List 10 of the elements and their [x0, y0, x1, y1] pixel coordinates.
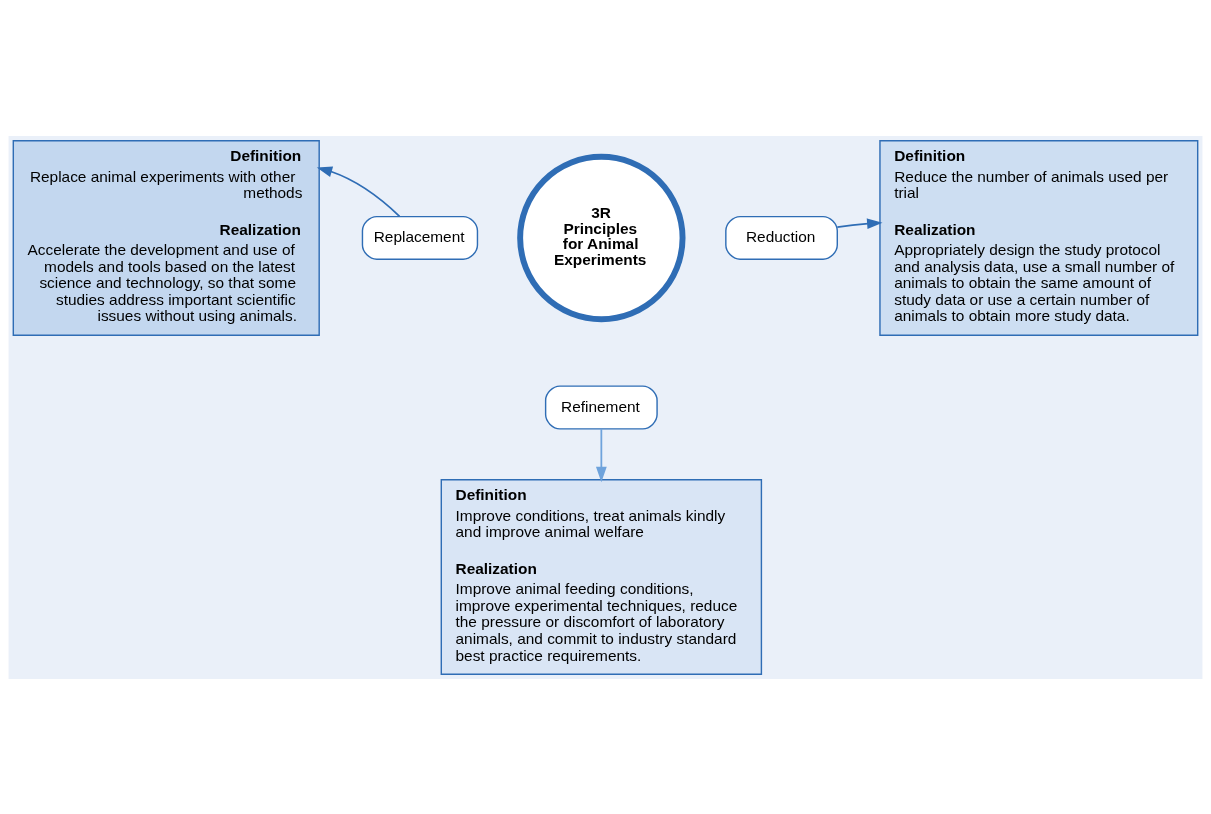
arrow [595, 427, 607, 482]
node-box: Replacement [361, 215, 479, 260]
node-circle: 3R Principles for Animal Experiments [517, 153, 686, 322]
node-box: Definition Replace animal experiments with other methods Realization Accelerate the development and use of models and tools based on the latest science and technology, so that some studies address important scientific issues without using animals. [12, 139, 320, 336]
arrow [836, 217, 883, 229]
node-box: Definition Reduce the number of animals used per trial Realization Appropriately design the study protocol and analysis data, use a small number of animals to obtain the same amount of study data or use a certain number of animals to obtain more study data. [879, 139, 1199, 336]
arrow [316, 166, 401, 217]
node-box: Definition Improve conditions, treat animals kindly and improve animal welfare Realization Improve animal feeding conditions, improve experimental techniques, reduce the pressure or discomfort of laboratory animals, and commit to industry standard best practice requirements. [440, 478, 763, 675]
node-box: Reduction [725, 215, 838, 260]
node-box: Refinement [544, 384, 658, 430]
